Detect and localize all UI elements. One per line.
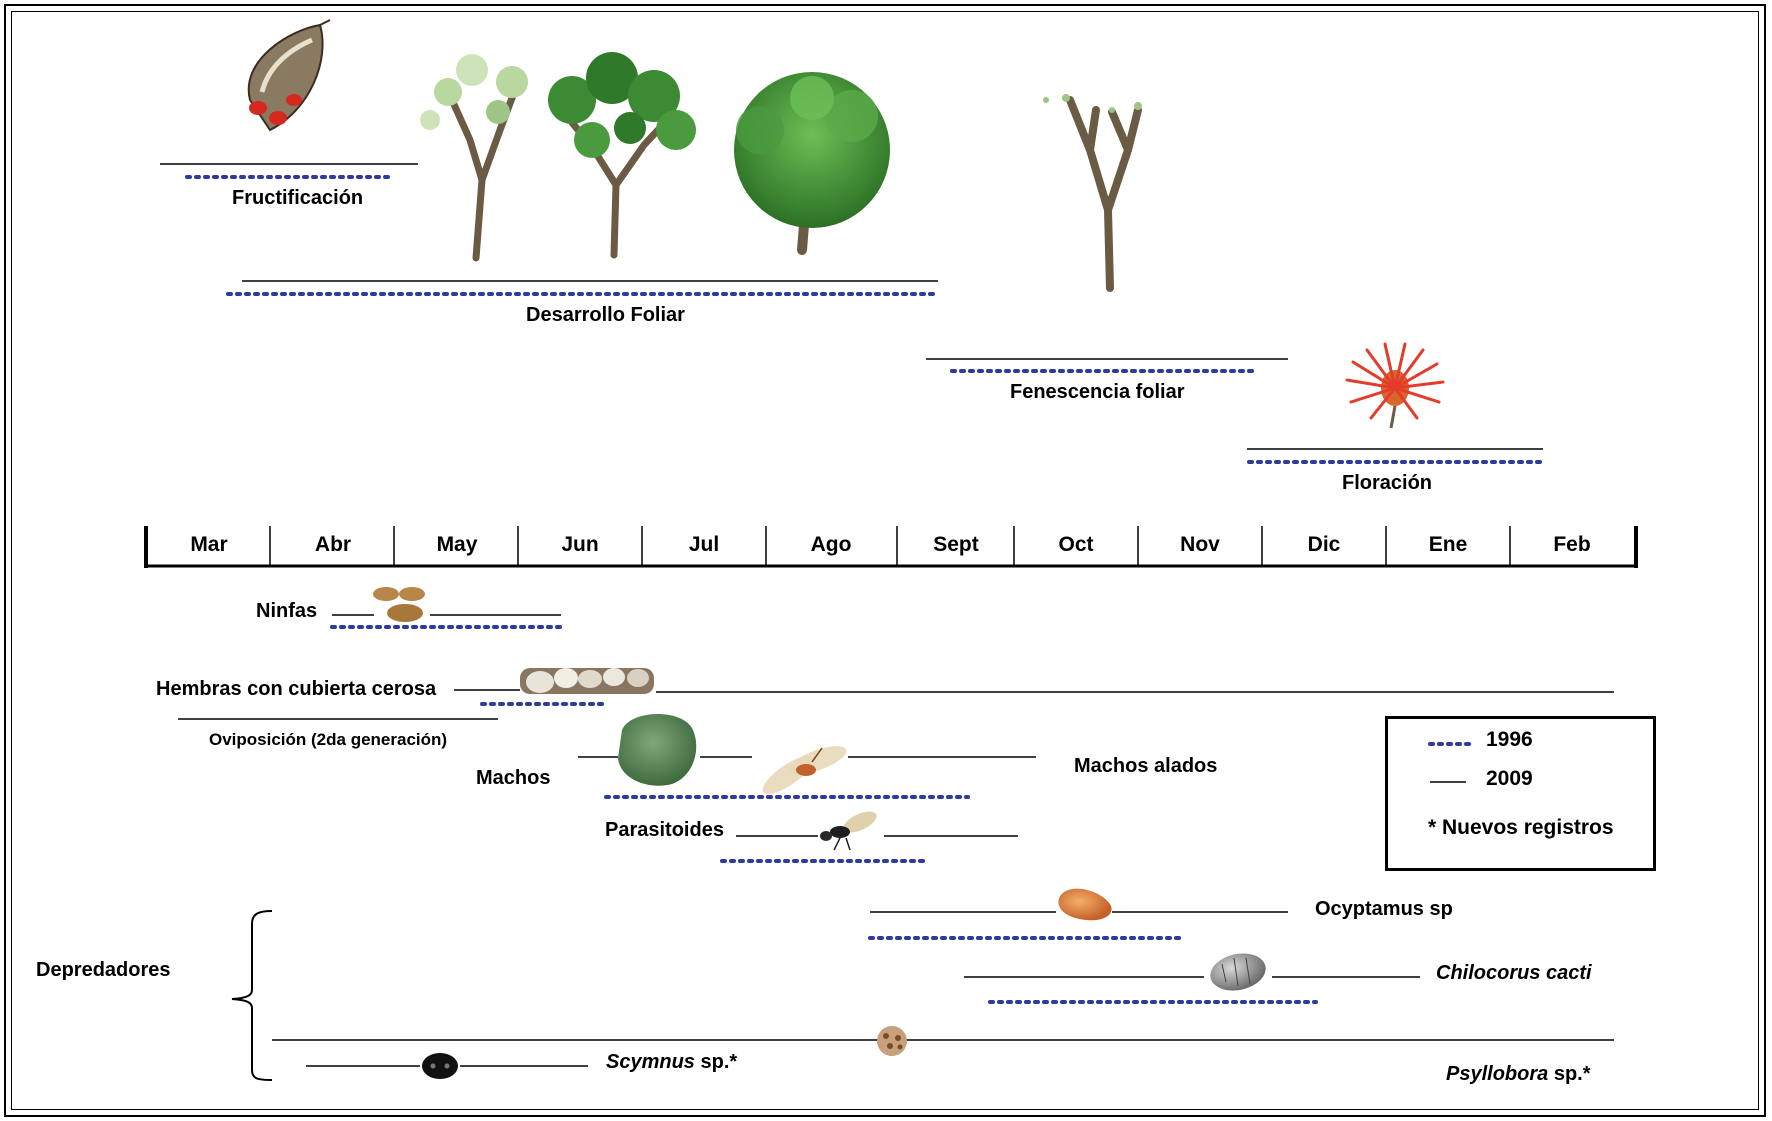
floracion-label: Floración: [1342, 472, 1432, 494]
predators-brace: [232, 911, 272, 1080]
psyllobora-label: Psyllobora sp.*: [1446, 1063, 1591, 1085]
ocyptamus-label: Ocyptamus sp: [1315, 898, 1453, 920]
ninfas-bars: [332, 615, 561, 627]
scymnus-picture: [422, 1053, 458, 1079]
legend-2009-label: 2009: [1486, 767, 1533, 791]
psyllobora-picture: [877, 1026, 907, 1056]
parasitoides-bars: [722, 836, 1018, 861]
scymnus-suffix: sp.*: [695, 1051, 737, 1073]
machos-alados-label: Machos alados: [1074, 755, 1217, 777]
psyllobora-suffix: sp.*: [1548, 1063, 1590, 1085]
month-label: Jun: [520, 533, 640, 557]
desarrollo-foliar-label: Desarrollo Foliar: [526, 304, 685, 326]
fenescencia-foliar-label: Fenescencia foliar: [1010, 381, 1185, 403]
machos-alados-picture: [758, 740, 850, 800]
ninfas-picture: [373, 587, 425, 622]
flower-picture: [1347, 344, 1443, 428]
oviposicion-label: Oviposición (2da generación): [209, 729, 447, 751]
fructificacion-label: Fructificación: [232, 187, 363, 209]
month-label: Jul: [644, 533, 764, 557]
month-label: May: [397, 533, 517, 557]
month-label: Sept: [896, 533, 1016, 557]
fructificacion-bars: [160, 164, 418, 177]
month-label: Feb: [1512, 533, 1632, 557]
tree-medium-picture: [548, 52, 696, 255]
month-label: Oct: [1016, 533, 1136, 557]
tree-bare-picture: [1043, 94, 1142, 288]
month-label: Nov: [1140, 533, 1260, 557]
scymnus-label: Scymnus sp.*: [606, 1051, 737, 1073]
parasitoides-label: Parasitoides: [605, 819, 724, 841]
month-label: Ago: [771, 533, 891, 557]
psyllobora-genus: Psyllobora: [1446, 1063, 1548, 1085]
ocyptamus-picture: [1058, 889, 1111, 921]
month-label: Ene: [1388, 533, 1508, 557]
fruit-pod-picture: [249, 20, 330, 130]
tree-sparse-picture: [420, 54, 528, 258]
hembras-label: Hembras con cubierta cerosa: [156, 678, 436, 700]
legend-new-records-label: * Nuevos registros: [1428, 816, 1614, 840]
tree-full-picture: [734, 72, 890, 250]
ninfas-label: Ninfas: [256, 600, 317, 622]
scymnus-genus: Scymnus: [606, 1051, 695, 1073]
parasitoides-picture: [820, 807, 880, 850]
legend-1996-label: 1996: [1486, 728, 1533, 752]
machos-label: Machos: [476, 767, 550, 789]
machos-picture: [618, 714, 696, 786]
floracion-bars: [1247, 449, 1543, 462]
month-label: Abr: [273, 533, 393, 557]
fenescencia-bars: [926, 359, 1288, 371]
chilocorus-bars: [964, 977, 1420, 1002]
desarrollo-foliar-bars: [228, 281, 938, 294]
chilocorus-label: Chilocorus cacti: [1436, 962, 1592, 984]
depredadores-label: Depredadores: [36, 959, 171, 981]
hembras-picture: [520, 668, 654, 694]
chilocorus-picture: [1207, 949, 1269, 996]
month-label: Mar: [149, 533, 269, 557]
month-label: Dic: [1264, 533, 1384, 557]
